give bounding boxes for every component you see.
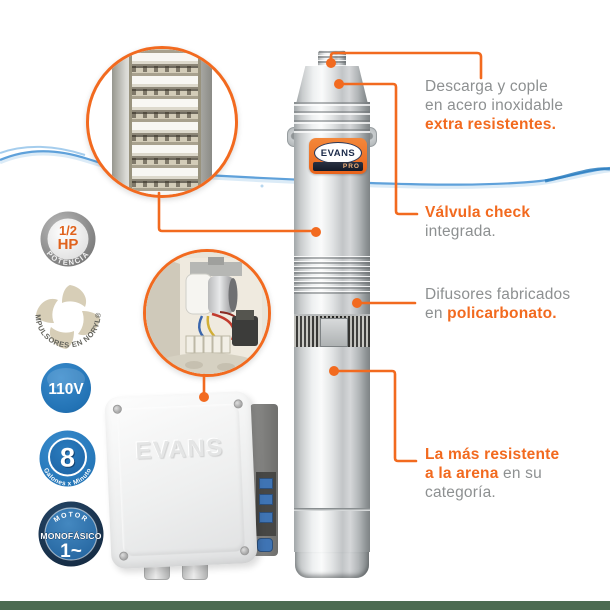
motor-name: MONOFÁSICO bbox=[40, 531, 101, 541]
callout-discharge: Descarga y cople en acero inoxidable ext… bbox=[425, 77, 595, 134]
badge-voltage: 110V bbox=[41, 363, 91, 413]
motor-phase: 1~ bbox=[60, 541, 82, 562]
badge-flow: 8 8 Galones x Minuto bbox=[39, 430, 96, 487]
pump-mid-section bbox=[294, 296, 370, 314]
pump-hex-cap bbox=[296, 66, 368, 104]
badge-power: 1/2 HP POTENCIA bbox=[40, 211, 96, 267]
callout-line: Difusores fabricados bbox=[425, 286, 571, 303]
impeller-icon bbox=[36, 285, 100, 349]
callout-diffusers: Difusores fabricados en policarbonato. bbox=[425, 285, 595, 323]
control-box-pcb bbox=[256, 472, 276, 536]
badge-impellers: IMPULSORES EN NORYL® bbox=[32, 281, 102, 350]
callout-line: en su bbox=[498, 465, 542, 482]
power-unit: HP bbox=[58, 236, 79, 253]
brand-series-band: PRO bbox=[313, 162, 363, 171]
callout-line: en bbox=[425, 305, 448, 322]
pcb-component bbox=[259, 478, 273, 489]
brand-oval: EVANS bbox=[314, 142, 362, 164]
brand-series-text: PRO bbox=[342, 163, 360, 170]
callout-line: integrada. bbox=[425, 223, 496, 240]
control-box-interior-graphic bbox=[146, 252, 268, 374]
pump-suction-screen bbox=[294, 314, 370, 351]
pump-bottom-cap bbox=[295, 552, 369, 578]
callout-line-bold: extra resistentes. bbox=[425, 116, 557, 133]
callout-line-bold: policarbonato. bbox=[447, 305, 557, 322]
pump-diffuser-rings bbox=[294, 256, 370, 296]
detail-circle-control-box bbox=[143, 249, 271, 377]
callout-line-bold: a la arena bbox=[425, 465, 499, 482]
pcb-component bbox=[259, 494, 273, 505]
pump-motor-section bbox=[294, 347, 370, 552]
suction-plate bbox=[320, 318, 348, 347]
callout-check-valve: Válvula check integrada. bbox=[425, 203, 595, 241]
screw-icon bbox=[233, 399, 243, 409]
callout-line-bold: Válvula check bbox=[425, 204, 531, 221]
pcb-component bbox=[259, 512, 273, 523]
submersible-pump-image: EVANS PRO bbox=[287, 50, 377, 578]
control-box-blue-connector bbox=[257, 538, 273, 552]
callout-line: Descarga y cople bbox=[425, 78, 548, 95]
voltage-value: 110V bbox=[48, 381, 84, 398]
motor-groove bbox=[294, 508, 370, 511]
power-value: 1/2 bbox=[59, 223, 77, 238]
detail-circle-impellers bbox=[86, 46, 238, 198]
flow-value-shadow: 8 bbox=[61, 444, 76, 474]
impeller-slots bbox=[132, 49, 192, 195]
screw-icon bbox=[119, 551, 129, 561]
control-box-image: EVANS bbox=[104, 386, 282, 588]
control-box-front: EVANS bbox=[104, 390, 258, 570]
pump-brand-label: EVANS PRO bbox=[309, 138, 367, 174]
callout-line-bold: La más resistente bbox=[425, 446, 560, 463]
control-box-panel bbox=[117, 403, 245, 556]
badge-motor: MOTOR MONOFÁSICO 1~ bbox=[38, 501, 104, 567]
screw-icon bbox=[239, 546, 250, 556]
pump-shoulder-rings bbox=[294, 102, 370, 138]
pump-discharge-outlet bbox=[318, 50, 346, 68]
callout-sand-resistance: La más resistente a la arena en su categ… bbox=[425, 445, 595, 502]
callout-line: en acero inoxidable bbox=[425, 97, 564, 114]
callout-line: categoría. bbox=[425, 484, 496, 501]
flow-value: 8 bbox=[60, 443, 75, 473]
footer-bar bbox=[0, 601, 610, 610]
